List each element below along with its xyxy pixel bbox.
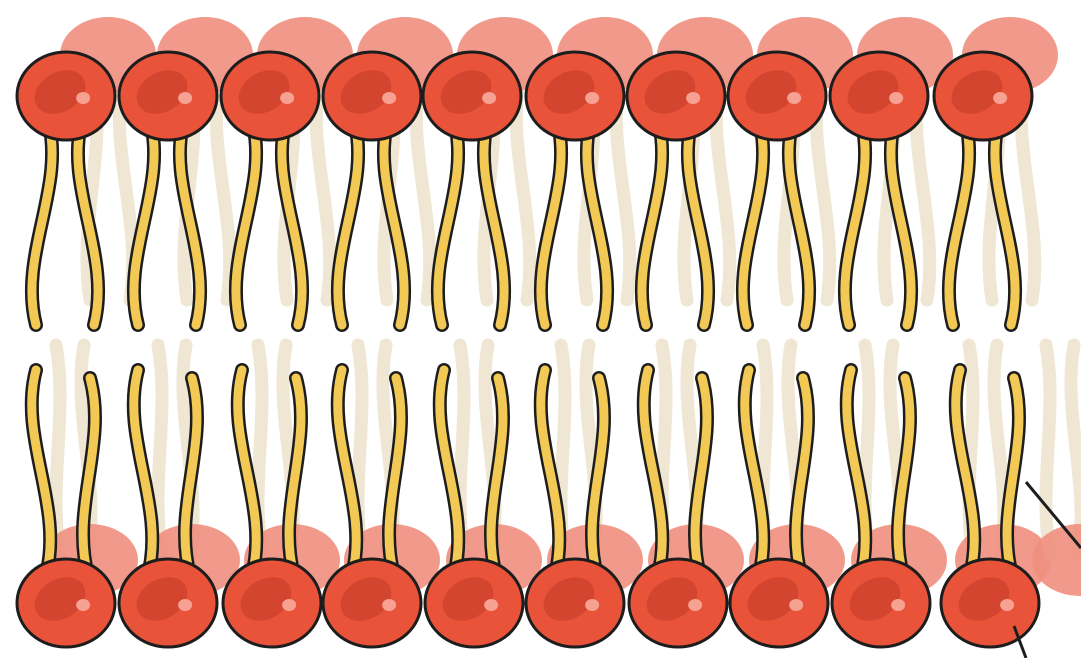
front-head-upper-highlight <box>889 92 903 104</box>
front-head-lower-highlight <box>789 599 803 611</box>
front-head-upper-highlight <box>787 92 801 104</box>
front-head-lower-highlight <box>178 599 192 611</box>
back-tail-lower <box>56 345 60 555</box>
front-head-upper-highlight <box>76 92 90 104</box>
back-tail-lower <box>158 345 162 555</box>
front-head-lower-highlight <box>282 599 296 611</box>
front-head-lower-highlight <box>382 599 396 611</box>
front-head-lower-highlight <box>688 599 702 611</box>
back-tail-lower <box>1046 345 1050 555</box>
front-head-lower-highlight <box>76 599 90 611</box>
front-head-upper-highlight <box>382 92 396 104</box>
front-head-upper-highlight <box>482 92 496 104</box>
front-head-lower-highlight <box>585 599 599 611</box>
front-head-lower-highlight <box>484 599 498 611</box>
front-head-upper-highlight <box>686 92 700 104</box>
front-head-upper-highlight <box>280 92 294 104</box>
front-head-lower-highlight <box>891 599 905 611</box>
front-head-upper-highlight <box>178 92 192 104</box>
front-head-upper-highlight <box>585 92 599 104</box>
front-head-upper-highlight <box>993 92 1007 104</box>
front-head-lower-highlight <box>1000 599 1014 611</box>
